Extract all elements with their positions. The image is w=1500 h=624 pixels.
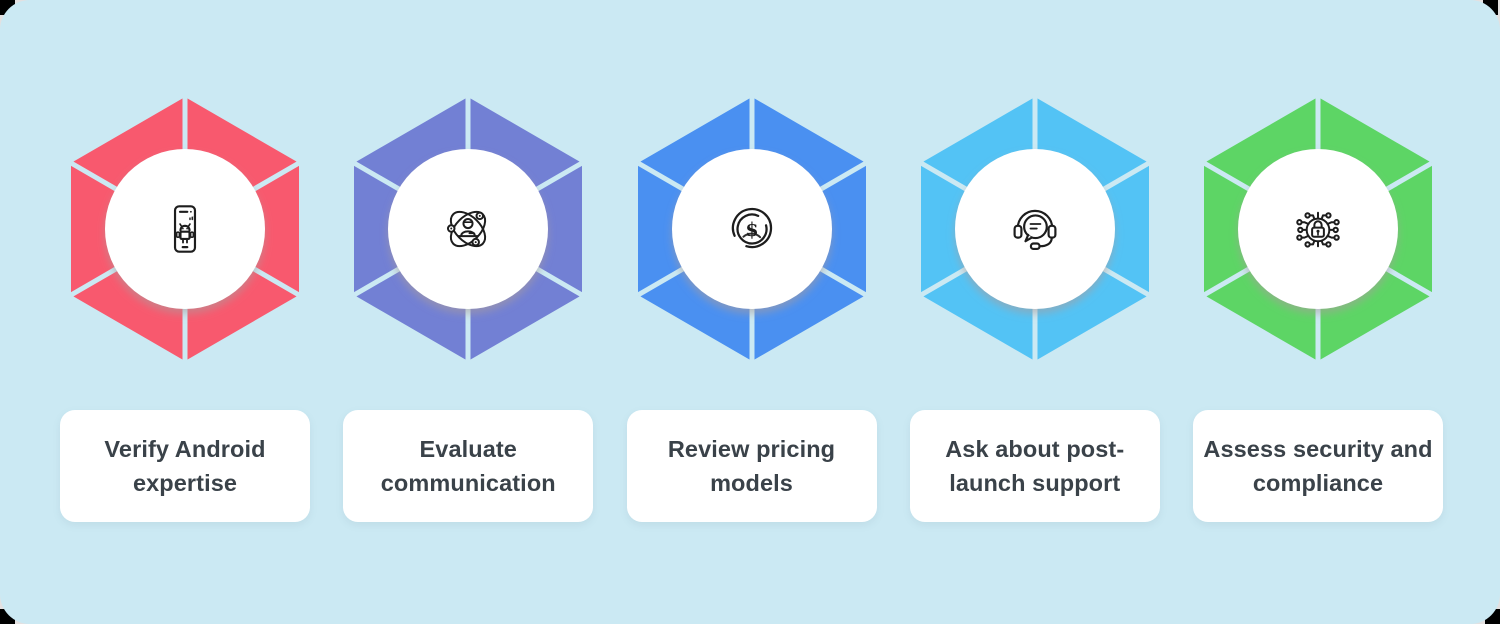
step-label: Ask about post-launch support (945, 436, 1125, 496)
step-label-card: Review pricing models (626, 410, 877, 522)
step-item: Verify Android expertise (60, 0, 310, 624)
step-label: Verify Android expertise (104, 436, 266, 496)
android-phone-icon (156, 200, 214, 258)
hexagon-badge (69, 96, 301, 362)
communication-orbits-icon (439, 200, 497, 258)
icon-circle (1238, 149, 1398, 309)
icon-circle (105, 149, 265, 309)
step-label-card: Ask about post-launch support (909, 410, 1160, 522)
segmented-hexagon (1202, 97, 1434, 361)
hexagon-badge (1202, 96, 1434, 362)
step-label-card: Verify Android expertise (60, 410, 310, 522)
step-label: Review pricing models (667, 436, 836, 496)
step-label-card: Assess security and compliance (1193, 410, 1443, 522)
step-label: Evaluate communication (380, 436, 556, 496)
hexagon-badge (352, 96, 584, 362)
security-circuit-icon (1289, 200, 1347, 258)
step-label-card: Evaluate communication (343, 410, 594, 522)
hexagon-badge (636, 96, 868, 362)
step-item: Ask about post-launch support (909, 0, 1160, 624)
step-label: Assess security and compliance (1203, 436, 1433, 496)
dollar-coin-icon (723, 200, 781, 258)
step-item: Evaluate communication (343, 0, 594, 624)
headset-support-icon (1006, 200, 1064, 258)
hexagon-badge (919, 96, 1151, 362)
step-item: Assess security and compliance (1193, 0, 1443, 624)
segmented-hexagon (69, 97, 301, 361)
step-item: Review pricing models (626, 0, 877, 624)
